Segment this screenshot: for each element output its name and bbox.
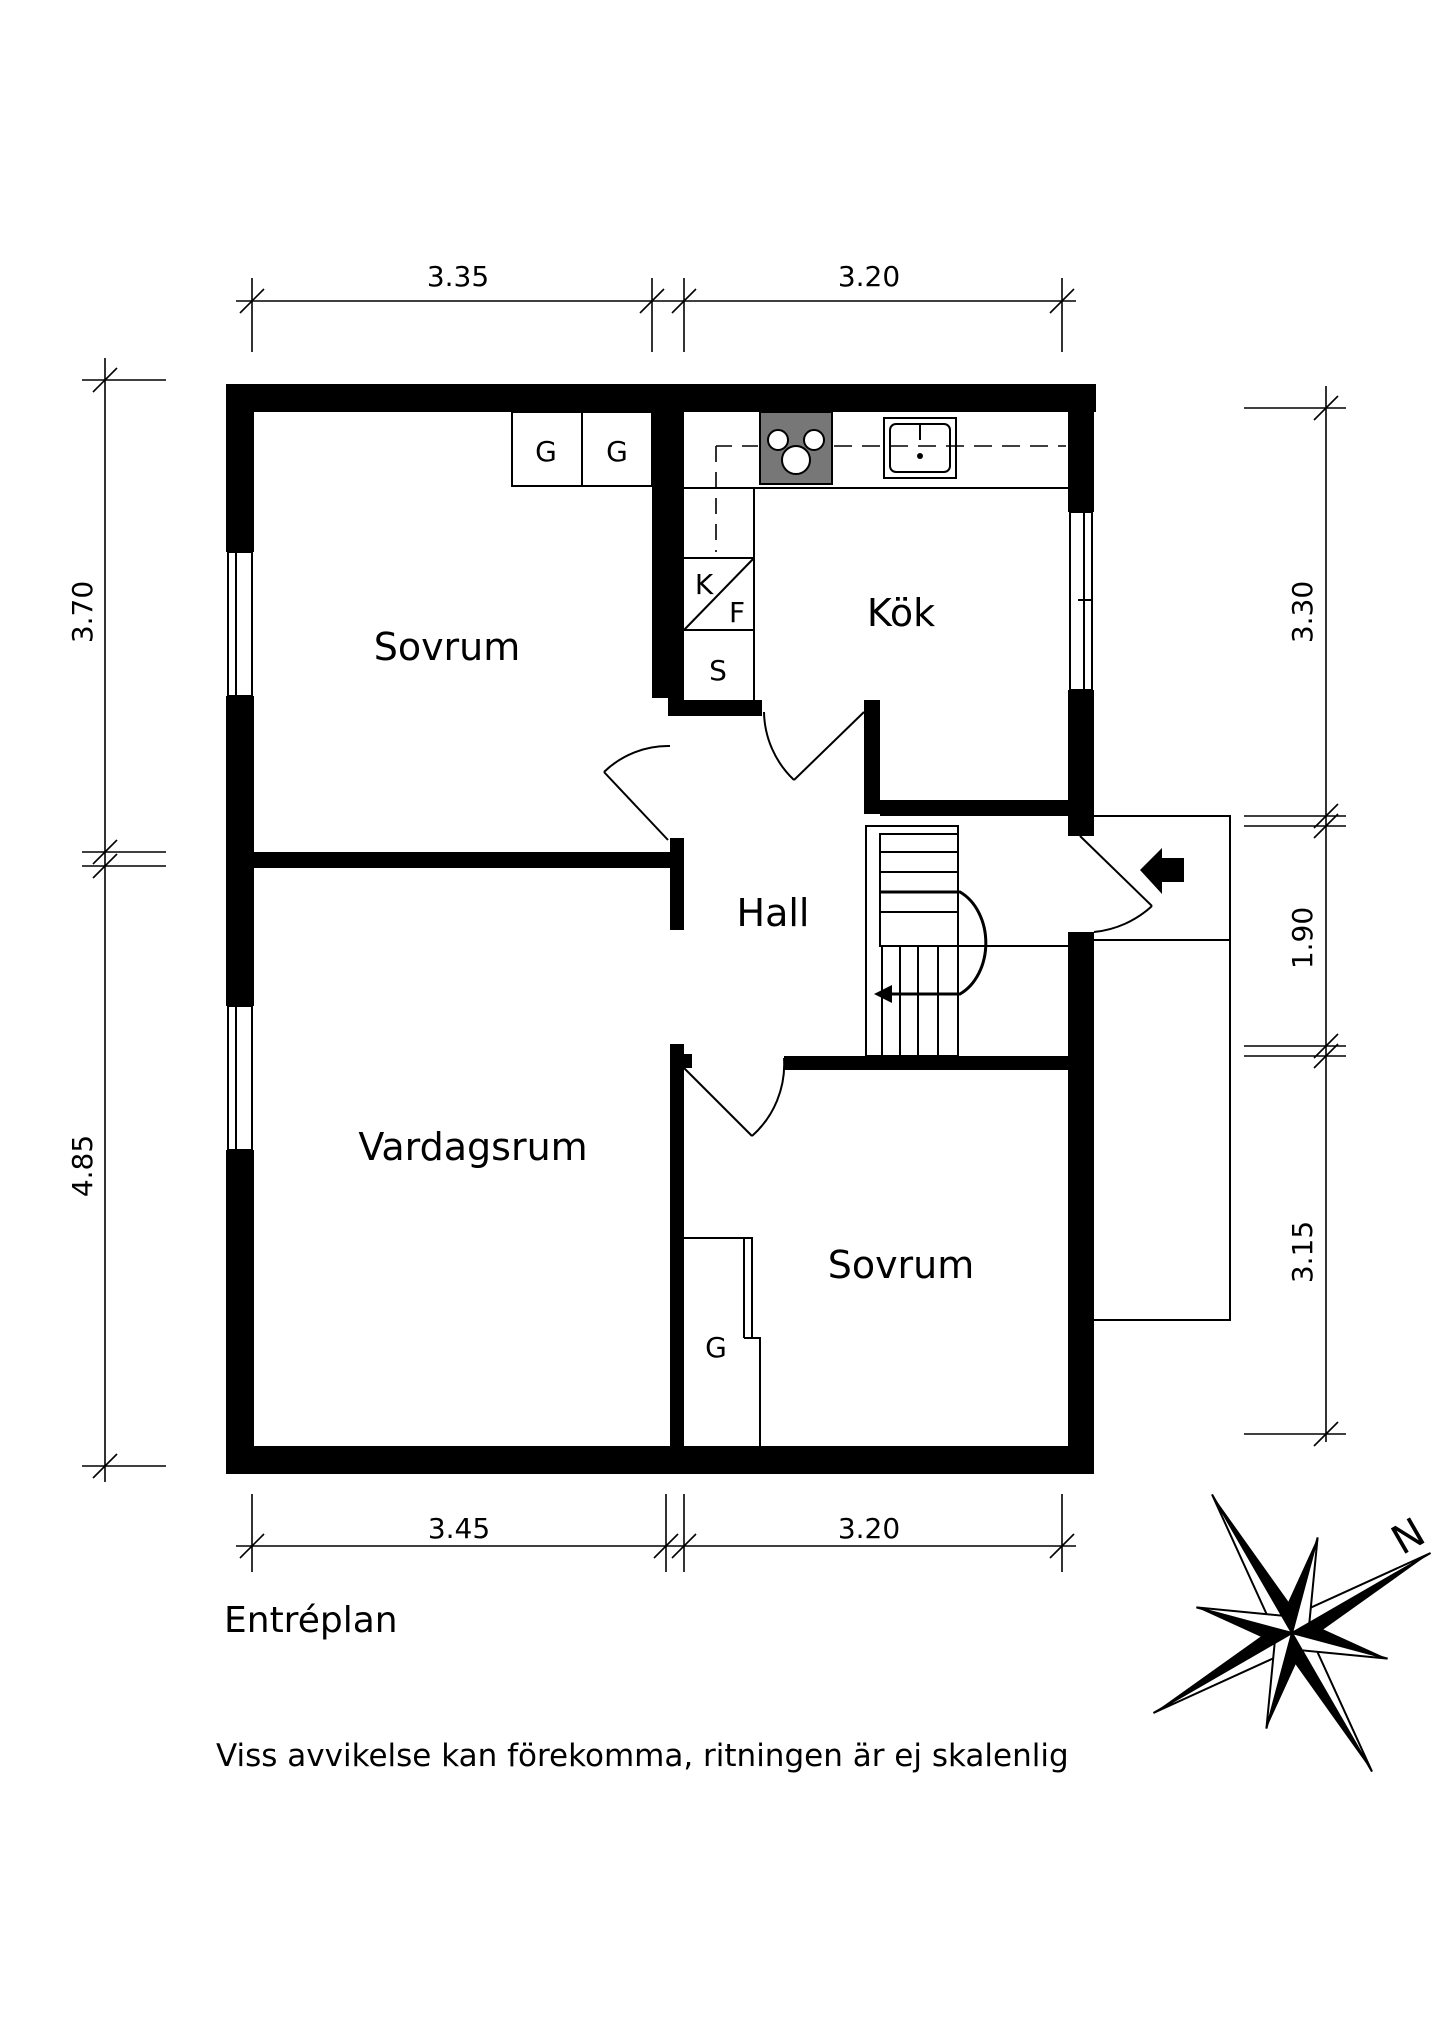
dim-bottom-left: 3.45	[428, 1512, 490, 1545]
dim-bottom-right: 3.20	[838, 1512, 900, 1545]
wardrobe-label-2: G	[606, 435, 628, 468]
compass-rose-icon	[1152, 1493, 1432, 1773]
dim-right-upper: 3.30	[1286, 581, 1319, 643]
freezer-label: F	[729, 596, 745, 629]
room-label-kitchen: Kök	[867, 591, 935, 635]
sink-icon	[883, 417, 957, 479]
stove-icon	[759, 411, 833, 485]
kitchen-counter	[683, 445, 1068, 700]
dimension-lines	[82, 278, 1346, 1572]
wardrobe-bottom	[684, 1237, 761, 1446]
disclaimer-text: Viss avvikelse kan förekomma, ritningen …	[216, 1738, 1069, 1774]
dim-left-upper: 3.70	[66, 581, 99, 643]
cabinet-label: S	[709, 654, 727, 687]
wardrobe-label-1: G	[535, 435, 557, 468]
dim-right-middle: 1.90	[1286, 907, 1319, 969]
room-label-bedroom-bottom: Sovrum	[828, 1243, 975, 1287]
dim-right-lower: 3.15	[1286, 1221, 1319, 1283]
wardrobe-label-3: G	[705, 1331, 727, 1364]
room-label-living-room: Vardagsrum	[358, 1125, 587, 1169]
dim-top-right: 3.20	[838, 260, 900, 293]
dim-left-lower: 4.85	[66, 1135, 99, 1197]
stair-direction-arrow-icon	[874, 985, 892, 1003]
room-label-hall: Hall	[737, 891, 810, 935]
plan-title: Entréplan	[224, 1600, 398, 1641]
fridge-label: K	[695, 568, 714, 601]
room-label-bedroom-top: Sovrum	[374, 625, 521, 669]
dim-top-left: 3.35	[427, 260, 489, 293]
walls	[226, 384, 1096, 1474]
staircase	[865, 825, 1068, 1057]
wardrobes-top	[511, 411, 653, 487]
entrance-arrow-icon	[1140, 848, 1184, 894]
doors	[603, 711, 1153, 1137]
entrance-porch	[1094, 815, 1231, 1321]
windows	[227, 511, 1093, 1473]
